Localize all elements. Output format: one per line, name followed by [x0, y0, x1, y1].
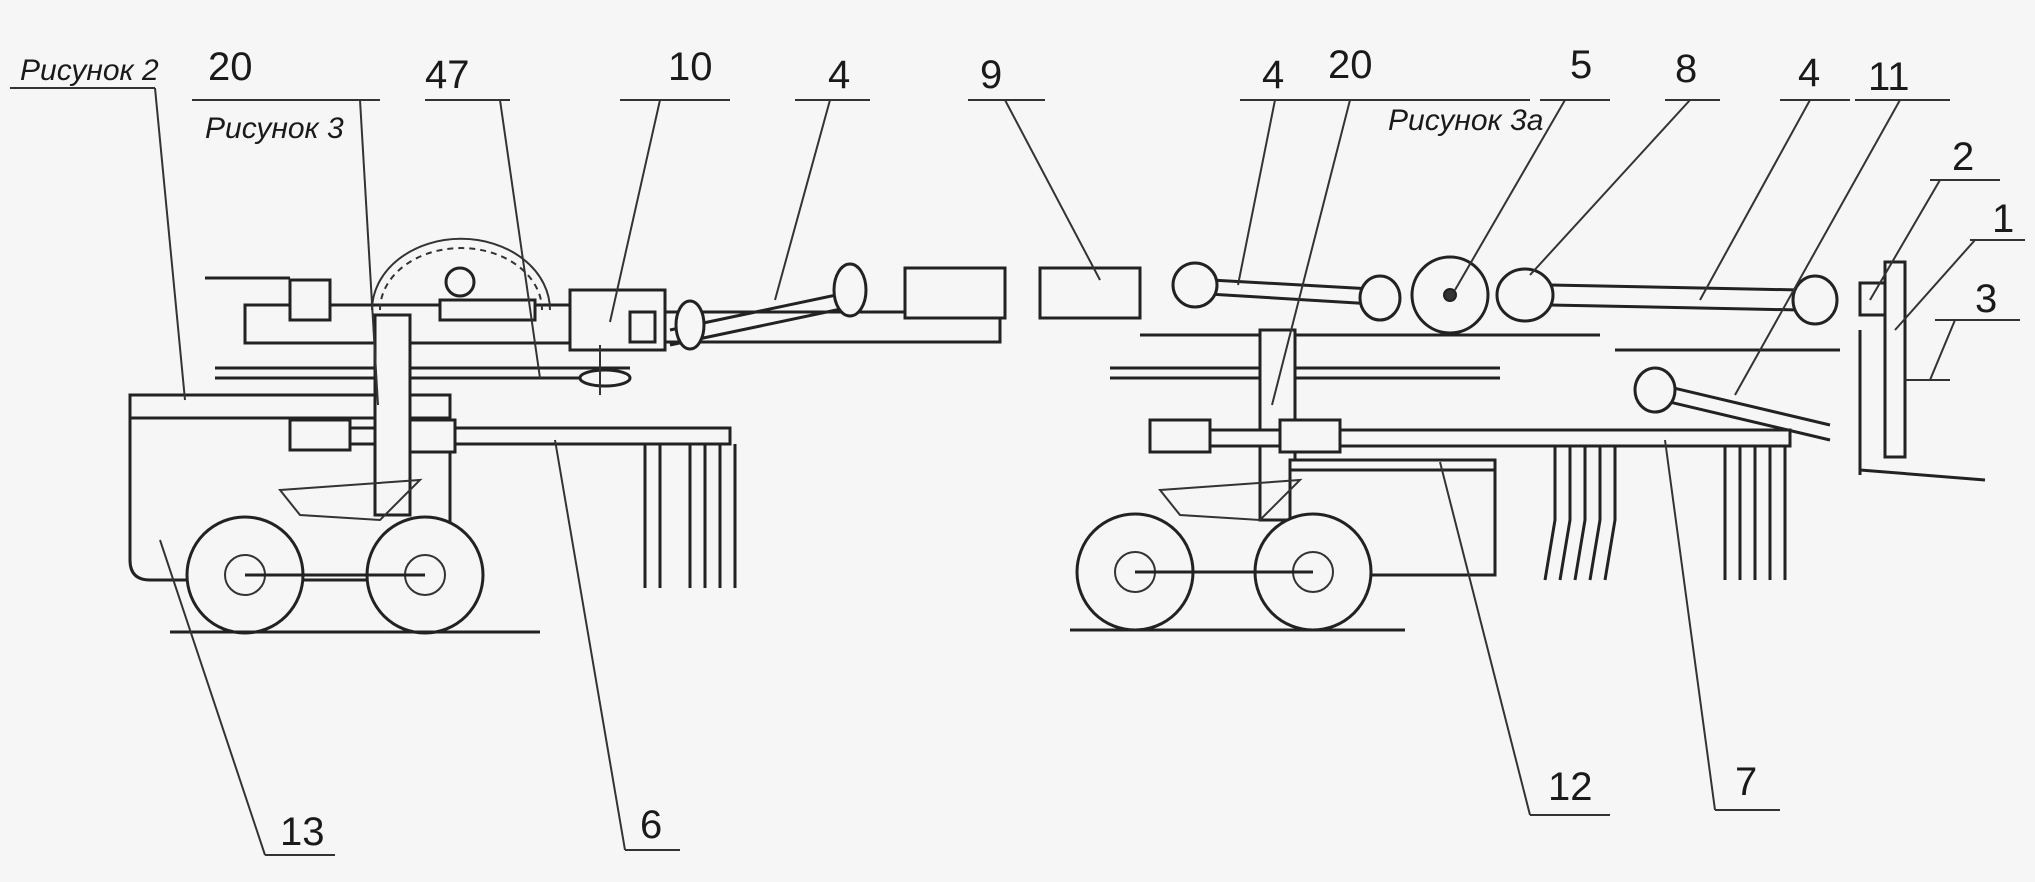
left-coupling-a	[288, 418, 352, 452]
callout-7: 7	[1735, 760, 1757, 804]
right-coupling-a	[1148, 418, 1212, 454]
right-section	[1070, 255, 1986, 632]
right-bar-7	[1148, 428, 1792, 448]
drive-shaft-left	[669, 262, 868, 351]
callout-47: 47	[425, 53, 470, 97]
caption-fig3a: Рисунок 3а	[1388, 104, 1543, 137]
right-coupling-b	[1278, 418, 1342, 454]
left-linkage	[278, 478, 423, 522]
gearbox-5-center	[1443, 288, 1457, 302]
leader-lines	[10, 87, 2025, 856]
right-linkage	[1158, 478, 1303, 522]
figure-captions: Рисунок 2 Рисунок 3 Рисунок 3а	[20, 54, 1543, 145]
drive-shaft-right	[1549, 274, 1839, 326]
left-block	[438, 298, 537, 322]
drawbar	[1859, 468, 1986, 482]
callout-11: 11	[1868, 55, 1910, 99]
channel-left	[903, 266, 1007, 320]
caption-fig3: Рисунок 3	[205, 112, 344, 145]
coupling-8	[1495, 267, 1555, 323]
callout-8: 8	[1675, 47, 1697, 91]
left-pulley	[578, 368, 632, 388]
left-section	[128, 237, 1002, 635]
channel-9	[1038, 266, 1142, 320]
callout-4-right: 4	[1798, 51, 1820, 95]
callout-5: 5	[1570, 43, 1592, 87]
left-bar-6	[288, 426, 732, 446]
callout-4-middle: 4	[1262, 53, 1284, 97]
callout-20-left: 20	[208, 45, 253, 89]
right-tines-bent	[1543, 446, 1617, 581]
callout-9: 9	[980, 53, 1002, 97]
callout-3: 3	[1975, 277, 1997, 321]
callout-13: 13	[280, 810, 325, 854]
callout-12: 12	[1548, 765, 1593, 809]
callout-10: 10	[668, 45, 713, 89]
callout-4-left: 4	[828, 53, 850, 97]
left-tines	[643, 444, 737, 588]
drive-shaft-middle	[1171, 261, 1402, 322]
left-wheels	[185, 515, 485, 635]
lower-shaft-11	[1633, 366, 1831, 442]
callout-1: 1	[1992, 197, 2014, 241]
callout-20-right: 20	[1328, 43, 1373, 87]
callout-2: 2	[1952, 135, 1974, 179]
left-gear-teeth	[379, 247, 543, 311]
hitch-post-1	[1883, 260, 1907, 459]
left-vertical-post	[373, 313, 412, 517]
right-tines	[1723, 446, 1787, 580]
callout-6: 6	[640, 803, 662, 847]
caption-fig2: Рисунок 2	[20, 54, 159, 87]
right-wheels	[1075, 512, 1373, 632]
callout-numbers: 20 47 10 4 9 4 20 5 8 4 11 2 1 3 13 6 12…	[208, 43, 2014, 854]
gearbox-10-flange	[628, 310, 657, 344]
left-bracket	[288, 278, 332, 322]
left-gear-arc	[371, 237, 551, 311]
left-gear-hub	[444, 266, 476, 298]
